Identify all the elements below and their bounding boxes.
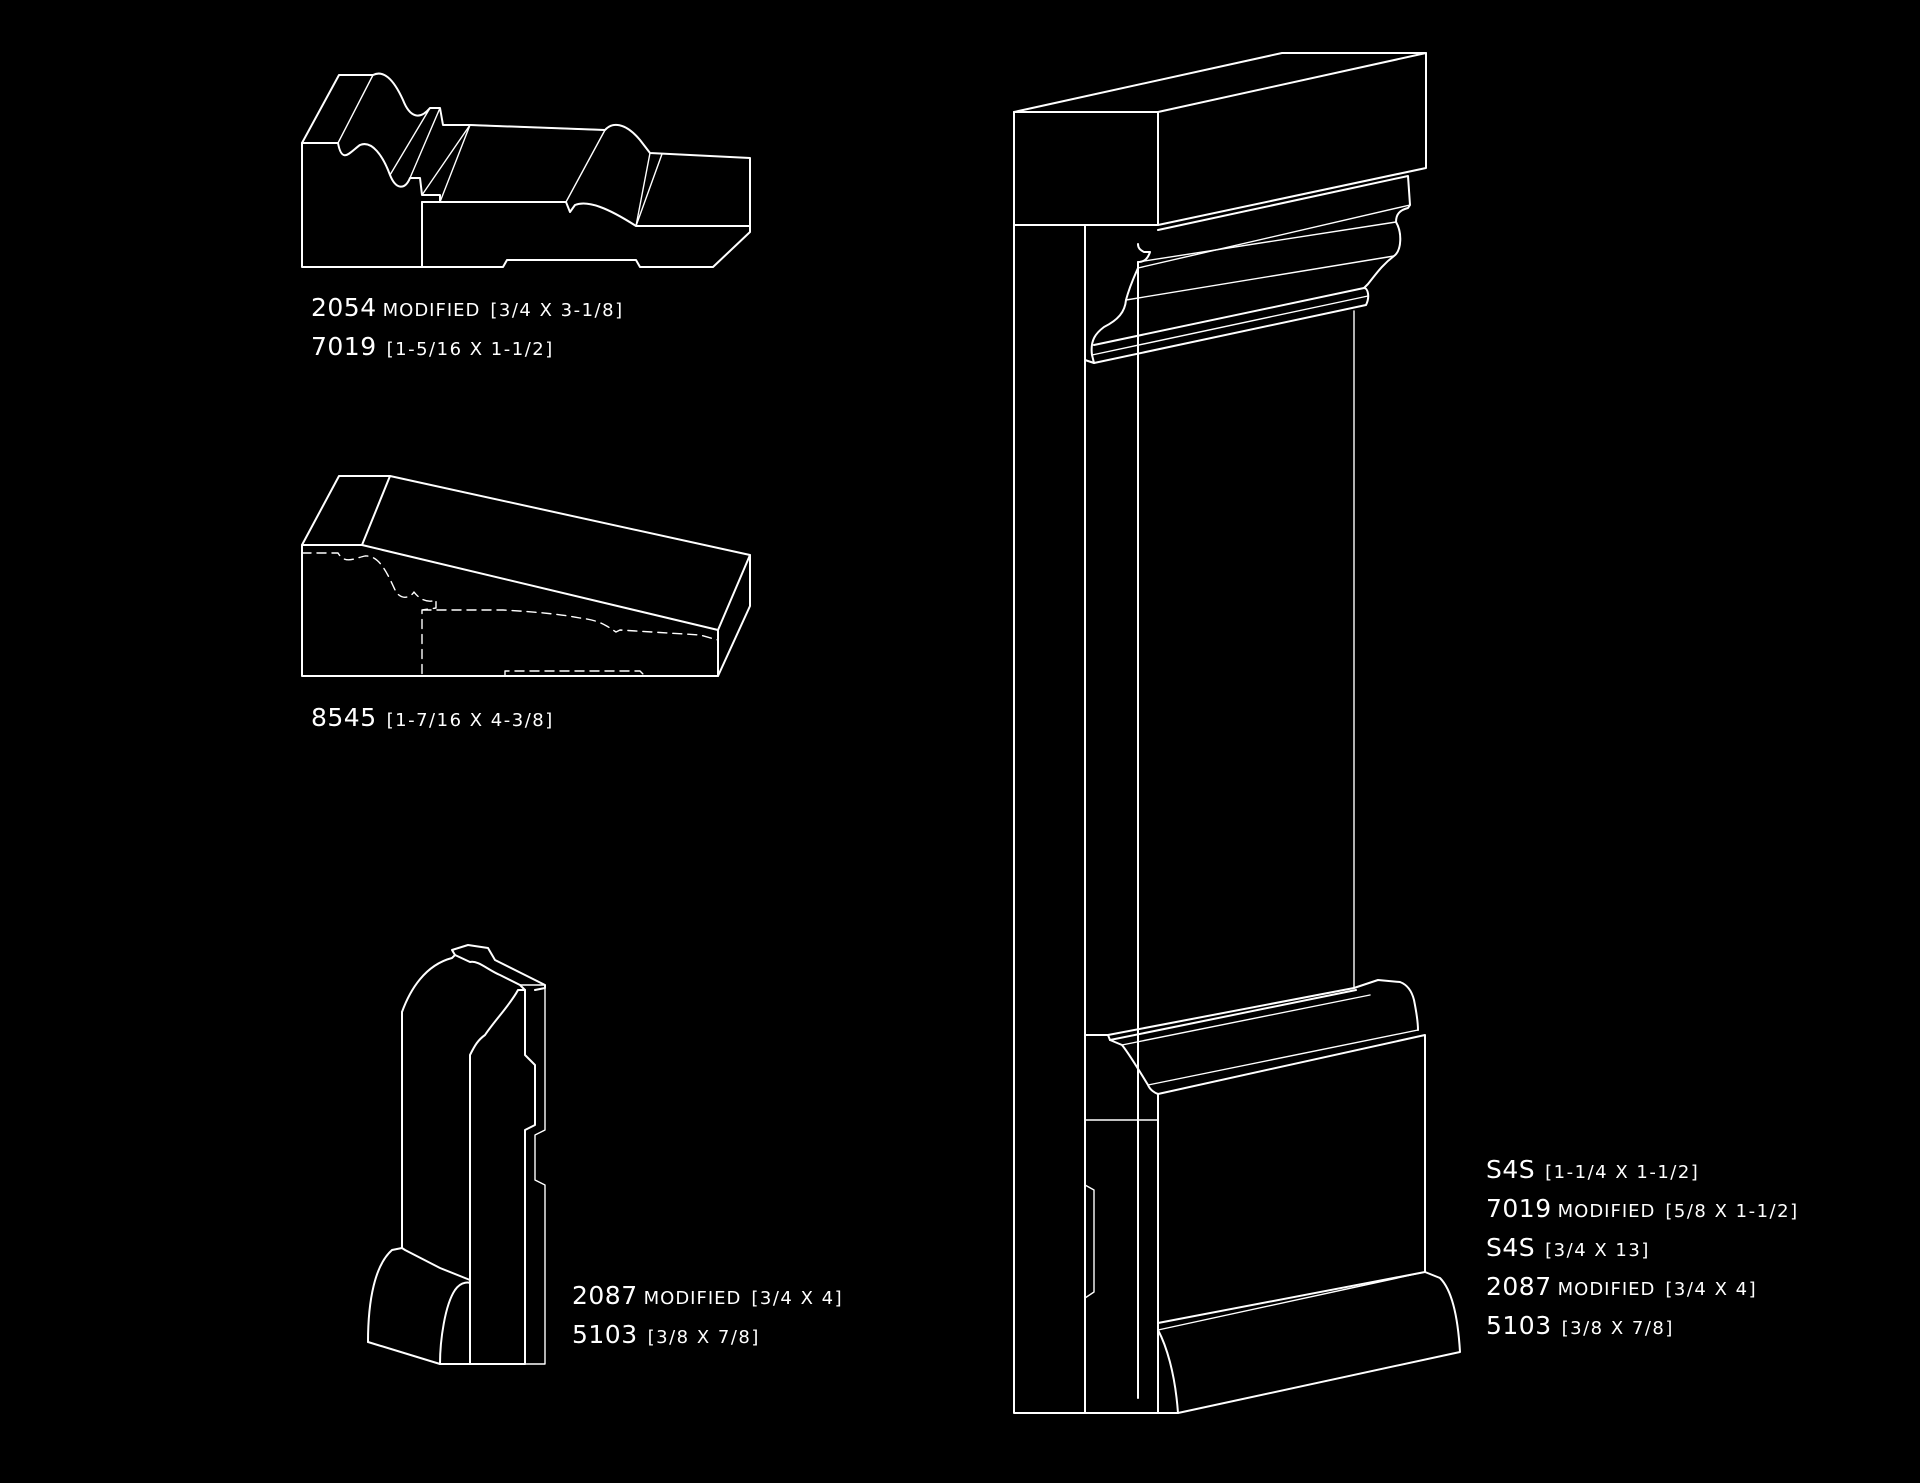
profile-dimension: [3/4 X 4] — [1665, 1279, 1758, 1300]
profile-code: S4S — [1486, 1233, 1536, 1262]
profile-dimension: [3/8 X 7/8] — [647, 1327, 760, 1348]
profile-code: 5103 — [572, 1320, 638, 1349]
crown-hidden-profile — [301, 552, 719, 677]
profile-dimension: [3/4 X 4] — [751, 1288, 844, 1309]
label-line: 7019 [1-5/16 X 1-1/2] — [311, 327, 624, 366]
casing-base-front — [421, 201, 751, 268]
profile-code: 5103 — [1486, 1311, 1552, 1340]
casing-profile-front — [301, 142, 441, 268]
profile-modifier: MODIFIED — [1557, 1201, 1656, 1222]
base-profile-front — [469, 989, 536, 1365]
profile-modifier: MODIFIED — [643, 1288, 742, 1309]
label-group-crown: 8545 [1-7/16 X 4-3/8] — [311, 698, 554, 737]
profile-dimension: [3/4 X 3-1/8] — [490, 300, 624, 321]
label-line: 5103 [3/8 X 7/8] — [1486, 1306, 1799, 1345]
assembly-drawing — [1013, 52, 1461, 1414]
profile-dimension: [3/4 X 13] — [1545, 1240, 1650, 1261]
label-line: S4S [3/4 X 13] — [1486, 1228, 1799, 1267]
profile-dimension: [1-7/16 X 4-3/8] — [386, 710, 554, 731]
casing-profile-drawing — [301, 72, 751, 268]
profile-code: 7019 — [311, 332, 377, 361]
casing-profile-top — [301, 72, 471, 144]
baseboard-body — [1157, 1271, 1426, 1399]
base-shoe-front — [439, 1281, 471, 1365]
profile-modifier: MODIFIED — [382, 300, 481, 321]
shoe-molding — [1157, 1329, 1179, 1414]
profile-code: 8545 — [311, 703, 377, 732]
profile-dimension: [1-1/4 X 1-1/2] — [1545, 1162, 1700, 1183]
profile-dimension: [3/8 X 7/8] — [1561, 1318, 1674, 1339]
profile-code: 7019 — [1486, 1194, 1552, 1223]
return-detail — [1084, 1184, 1095, 1299]
profile-code: 2054 — [311, 293, 377, 322]
crown-block-outline — [301, 544, 719, 677]
label-line: 8545 [1-7/16 X 4-3/8] — [311, 698, 554, 737]
label-line: S4S [1-1/4 X 1-1/2] — [1486, 1150, 1799, 1189]
cap-molding-profile — [1084, 224, 1139, 364]
label-line: 5103 [3/8 X 7/8] — [572, 1315, 843, 1354]
casing-base-top — [469, 123, 751, 227]
head-block-top — [1013, 52, 1427, 113]
base-profile-drawing — [367, 944, 546, 1365]
profile-dimension: [1-5/16 X 1-1/2] — [386, 339, 554, 360]
base-cap-profile — [1084, 1034, 1159, 1095]
crown-profile-drawing — [301, 475, 751, 677]
base-side-face — [401, 1011, 471, 1281]
profile-dimension: [5/8 X 1-1/2] — [1665, 1201, 1799, 1222]
profile-code: S4S — [1486, 1155, 1536, 1184]
profile-modifier: MODIFIED — [1557, 1279, 1656, 1300]
head-block-front — [1013, 111, 1159, 226]
profile-code: 2087 — [572, 1281, 638, 1310]
profile-code: 2087 — [1486, 1272, 1552, 1301]
crown-block-top — [301, 475, 751, 677]
left-casing-outline — [1013, 111, 1086, 1414]
